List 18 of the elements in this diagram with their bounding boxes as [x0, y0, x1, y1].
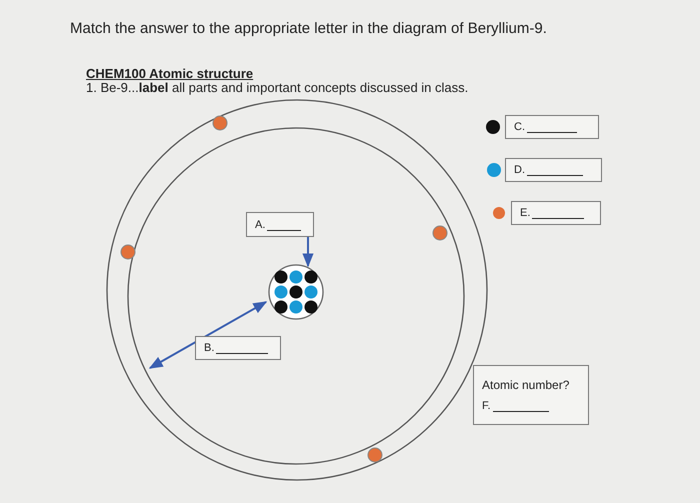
answer-letter: C.	[514, 121, 525, 133]
heading: CHEM100 Atomic structure	[86, 66, 254, 81]
arrow	[302, 237, 314, 268]
answer-letter: D.	[514, 164, 525, 176]
answer-letter: A.	[255, 218, 266, 230]
answer-letter: E.	[520, 207, 530, 219]
answer-box	[195, 336, 281, 360]
answer-box	[505, 158, 602, 182]
answer-box	[511, 201, 601, 225]
answer-box	[246, 212, 314, 237]
title: Match the answer to the appropriate letter in the diagram of Beryllium-9.	[70, 20, 547, 37]
instruction-text: 1. Be-9...label all parts and important concepts discussed in class.	[86, 80, 468, 95]
answer-letter: B.	[204, 342, 214, 354]
answer-box	[473, 365, 589, 425]
answer-box	[505, 115, 599, 139]
nucleus-drawing	[268, 264, 324, 320]
question-text: Atomic number?	[482, 378, 570, 392]
answer-letter: F.	[482, 400, 491, 412]
